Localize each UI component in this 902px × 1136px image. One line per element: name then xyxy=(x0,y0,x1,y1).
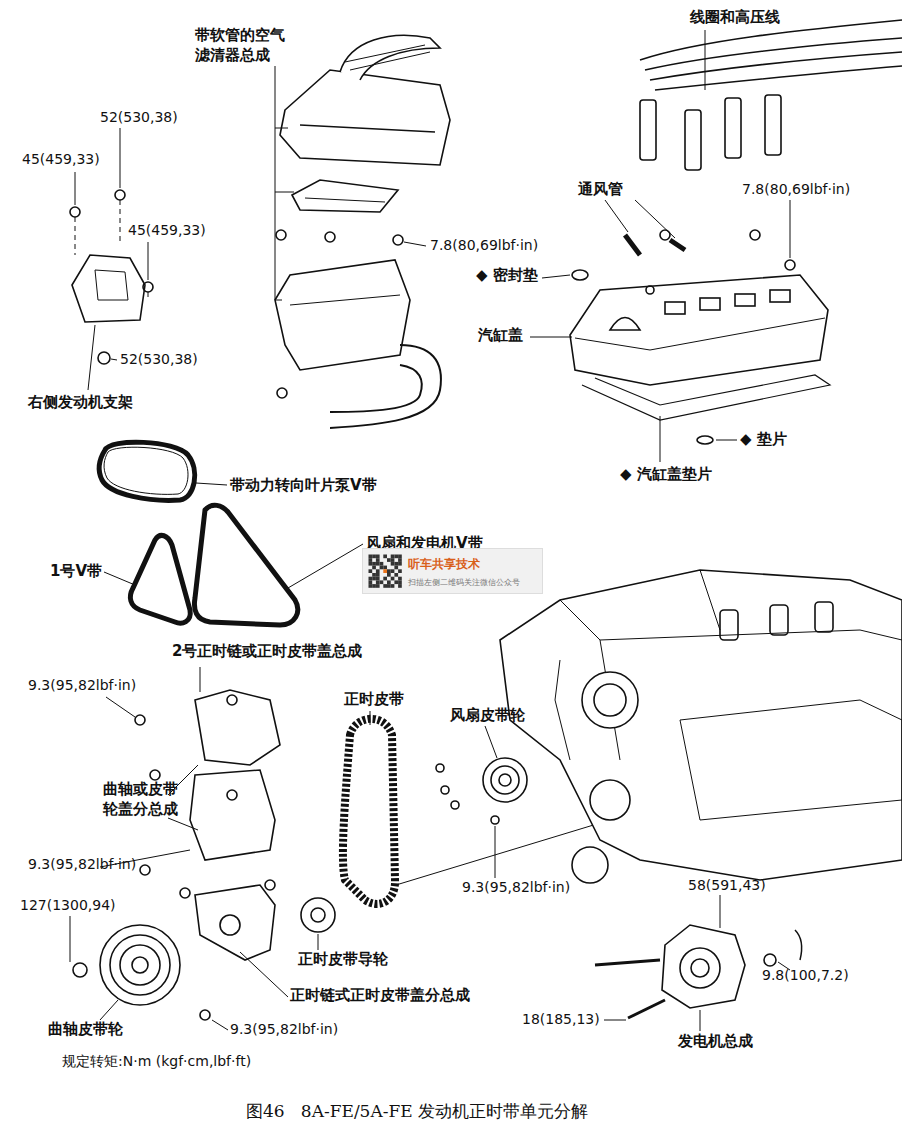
torque-value: 7.8(80,69lbf·in) xyxy=(430,236,538,254)
part-label: 线圈和高压线 xyxy=(690,8,780,28)
torque-value: 9.3(95,82lbf·in) xyxy=(28,855,136,873)
torque-value: 127(1300,94) xyxy=(20,896,116,914)
watermark-band: 听车共享技术扫描左侧二维码关注微信公众号 xyxy=(362,548,543,594)
part-label: 带软管的空气 滤清器总成 xyxy=(195,26,310,65)
part-label: 正时皮带 xyxy=(344,690,404,710)
torque-value: 规定转矩:N·m (kgf·cm,lbf·ft) xyxy=(62,1052,251,1070)
part-label: 右侧发动机支架 xyxy=(28,393,133,413)
qr-code xyxy=(368,554,402,588)
part-label: 曲轴或皮带 轮盖分总成 xyxy=(103,780,193,819)
part-label: 2号正时链或正时皮带盖总成 xyxy=(172,642,362,662)
part-label: 曲轴皮带轮 xyxy=(48,1020,123,1040)
torque-value: 9.8(100,7.2) xyxy=(762,966,849,984)
part-label: ◆ 汽缸盖垫片 xyxy=(620,465,712,485)
torque-value: 7.8(80,69lbf·in) xyxy=(742,180,850,198)
torque-value: 9.3(95,82lbf·in) xyxy=(230,1020,338,1038)
torque-value: 18(185,13) xyxy=(522,1010,600,1028)
torque-value: 52(530,38) xyxy=(120,350,198,368)
torque-value: 45(459,33) xyxy=(128,221,206,239)
torque-value: 52(530,38) xyxy=(100,108,178,126)
torque-value: 9.3(95,82lbf·in) xyxy=(462,878,570,896)
torque-value: 45(459,33) xyxy=(22,150,100,168)
watermark-title: 听车共享技术 xyxy=(408,556,538,573)
part-label: ◆ 密封垫 xyxy=(476,266,538,286)
torque-value: 9.3(95,82lbf·in) xyxy=(28,676,136,694)
part-label: 带动力转向叶片泵V带 xyxy=(230,476,377,496)
part-label: ◆ 垫片 xyxy=(740,430,787,450)
part-label: 1号V带 xyxy=(50,562,102,582)
part-label: 正时链式正时皮带盖分总成 xyxy=(290,986,470,1006)
part-label: 发电机总成 xyxy=(678,1032,753,1052)
part-label: 汽缸盖 xyxy=(478,326,523,346)
figure-caption: 图46 8A-FE/5A-FE 发动机正时带单元分解 xyxy=(246,1100,588,1123)
part-label: 正时皮带导轮 xyxy=(298,950,388,970)
torque-value: 58(591,43) xyxy=(688,876,766,894)
part-label: 风扇皮带轮 xyxy=(450,706,525,726)
part-label: 通风管 xyxy=(578,180,623,200)
watermark-note: 扫描左侧二维码关注微信公众号 xyxy=(408,577,538,588)
